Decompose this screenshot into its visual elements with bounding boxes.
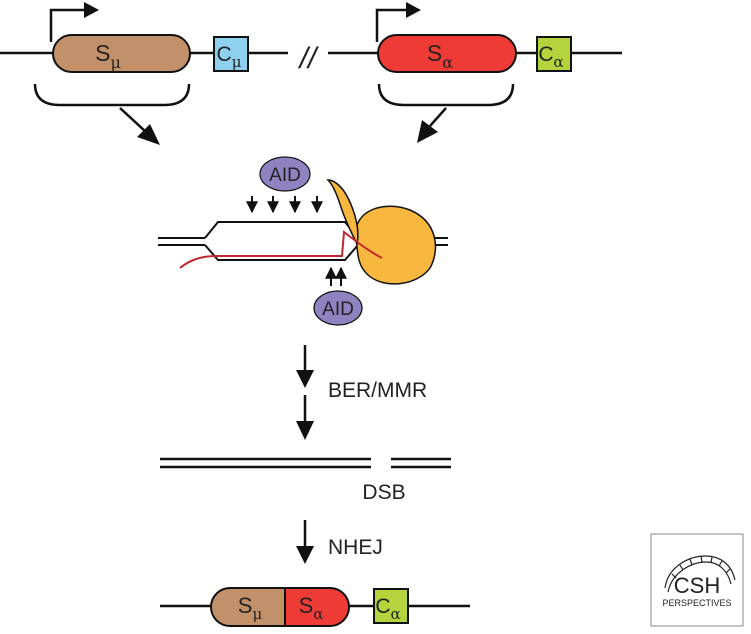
bottom-c-alpha-box [373,588,409,624]
s-mu-region: Sμ [52,34,191,73]
c-mu-region: Cμ [213,36,249,72]
s-alpha-label: S [427,40,442,66]
bottom-s-alpha-label: S [299,593,314,618]
top-locus: Sμ Cμ // Sα Cα [0,2,622,145]
brace-mu [33,83,191,107]
dna-helix-icon [664,555,736,593]
s-alpha-box [377,34,517,73]
processing-steps: BER/MMR DSB NHEJ [160,345,451,564]
c-alpha-subscript: α [554,53,564,71]
bottom-c-alpha-label: C [375,595,390,618]
step-nhej: NHEJ [328,536,383,559]
s-mu-box [52,34,191,73]
c-mu-subscript: μ [232,53,242,71]
converge-arrow-left [119,107,160,145]
promoter-arrow-mu [49,2,99,42]
c-mu-label: C [217,43,232,66]
bottom-s-mu-label: S [238,593,253,618]
logo-subtitle: PERSPECTIVES [662,598,731,608]
rna-polymerase [355,205,437,285]
c-alpha-region: Cα [536,36,572,72]
converge-arrow-right [417,107,447,143]
step-arrow-1 [296,345,314,388]
transcription-bubble: AID AID [158,156,448,326]
aid-top-label: AID [269,165,301,186]
rna-strand [179,230,383,269]
csh-perspectives-logo: CSH PERSPECTIVES [650,533,744,627]
svg-text:Cα: Cα [538,43,563,71]
svg-text:Sμ: Sμ [238,593,263,623]
rna-flap [326,179,359,247]
step-ber-mmr: BER/MMR [328,379,427,402]
svg-text:Cα: Cα [375,595,400,623]
aid-bottom-label: AID [322,299,354,320]
aid-top-ellipse [259,156,311,192]
c-alpha-label: C [538,43,553,66]
aid-down-arrows [246,196,323,214]
dsb-duplex [160,457,451,469]
s-mu-hybrid-box [210,587,286,627]
s-mu-subscript: μ [110,53,120,72]
promoter-arrow-alpha [375,2,421,42]
bottom-s-alpha-subscript: α [313,605,323,623]
svg-text:Sα: Sα [427,40,453,72]
brace-alpha [377,83,515,107]
c-mu-box [213,36,249,72]
s-alpha-hybrid-box [284,587,350,627]
logo-title: CSH [674,573,720,598]
c-alpha-box [536,36,572,72]
bottom-locus: Sμ Sα Cα [160,587,470,627]
s-alpha-subscript: α [442,53,453,72]
s-mu-label: S [95,40,110,66]
aid-bottom-ellipse [313,290,363,326]
bottom-c-alpha-subscript: α [391,605,401,623]
break-mark: // [298,42,319,75]
svg-text:Sα: Sα [299,593,324,623]
svg-text:Cμ: Cμ [217,43,242,71]
step-arrow-3 [296,520,314,564]
aid-up-arrows [325,266,347,286]
s-alpha-region: Sα [377,34,517,73]
bottom-s-mu-subscript: μ [252,605,262,623]
step-arrow-2 [296,395,314,440]
step-dsb: DSB [362,481,405,504]
svg-text:Sμ: Sμ [95,40,121,72]
